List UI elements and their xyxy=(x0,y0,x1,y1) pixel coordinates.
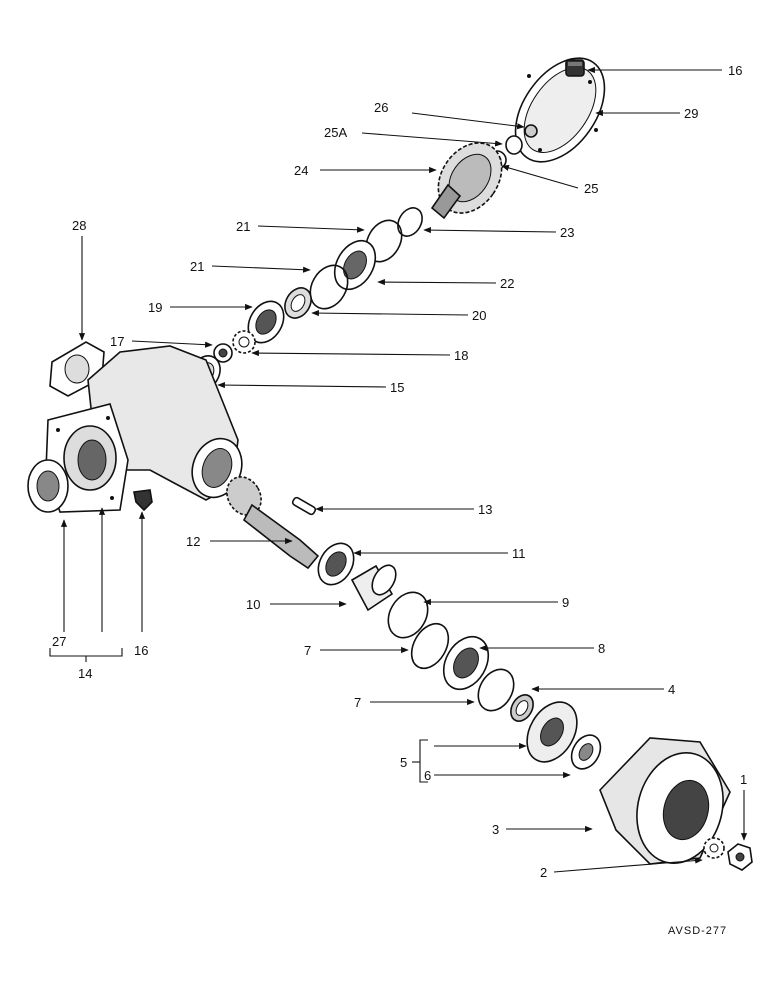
snap-ring-part-9 xyxy=(387,591,429,639)
callout-17: 17 xyxy=(110,334,124,349)
callout-10: 10 xyxy=(246,597,260,612)
disc-part-25a xyxy=(505,135,523,155)
callout-11: 11 xyxy=(512,546,526,561)
callout-24: 24 xyxy=(294,163,308,178)
drawing-code: AVSD-277 xyxy=(668,925,727,937)
nut-part-17 xyxy=(213,343,233,363)
callout-7-upper: 7 xyxy=(304,643,311,658)
callout-5: 5 xyxy=(400,755,407,770)
callout-27: 27 xyxy=(52,634,66,649)
callout-18: 18 xyxy=(454,348,468,363)
pinion-shaft-part xyxy=(226,476,320,570)
bearing-part-22 xyxy=(333,239,377,291)
callout-9: 9 xyxy=(562,595,569,610)
callout-2: 2 xyxy=(540,865,547,880)
callout-16-top: 16 xyxy=(728,63,742,78)
callout-21-lower: 21 xyxy=(190,259,204,274)
callout-7-lower: 7 xyxy=(354,695,361,710)
lock-washer-part-18 xyxy=(232,330,256,354)
callout-22: 22 xyxy=(500,276,514,291)
bearing-part-11 xyxy=(317,542,355,586)
bevel-gear-part xyxy=(430,142,503,220)
callout-25: 25 xyxy=(584,181,598,196)
callout-16-bottom: 16 xyxy=(134,643,148,658)
callout-15: 15 xyxy=(390,380,404,395)
callout-labels: 16 29 26 25A 24 25 23 21 22 21 20 19 18 … xyxy=(52,63,747,880)
shim-part-7-lower xyxy=(477,668,515,712)
callout-6: 6 xyxy=(424,768,431,783)
bearing-part-8 xyxy=(442,635,490,691)
spacer-part-10 xyxy=(350,564,397,612)
callout-3: 3 xyxy=(492,822,499,837)
callout-26: 26 xyxy=(374,100,388,115)
ring-part-23 xyxy=(397,207,423,237)
callout-12: 12 xyxy=(186,534,200,549)
leader-lines xyxy=(49,66,748,873)
callout-13: 13 xyxy=(478,502,492,517)
pulley-part xyxy=(599,737,731,865)
bearing-part-19 xyxy=(247,300,285,344)
callout-14: 14 xyxy=(78,666,92,681)
callout-21-upper: 21 xyxy=(236,219,250,234)
cover-plate-part xyxy=(514,57,606,163)
callout-23: 23 xyxy=(560,225,574,240)
shim-part-7-upper xyxy=(410,622,450,670)
snap-ring-part-21-lower xyxy=(309,264,349,310)
washer-part-26 xyxy=(524,124,538,138)
retainer-part-5 xyxy=(526,701,578,763)
callout-29: 29 xyxy=(684,106,698,121)
callout-4: 4 xyxy=(668,682,675,697)
bushing-part-20 xyxy=(284,287,312,319)
plug-part-top xyxy=(565,59,585,77)
nut-part-1 xyxy=(727,843,753,871)
collar-part-4 xyxy=(510,694,534,722)
callout-19: 19 xyxy=(148,300,162,315)
callout-28: 28 xyxy=(72,218,86,233)
key-part-13 xyxy=(291,496,317,516)
callout-25a: 25A xyxy=(324,125,347,140)
seal-part-27 xyxy=(27,459,69,513)
lock-washer-part-2 xyxy=(703,837,725,859)
callout-20: 20 xyxy=(472,308,486,323)
plug-part-bottom xyxy=(133,489,153,512)
seal-part-6 xyxy=(570,734,602,770)
callout-1: 1 xyxy=(740,772,747,787)
parts-drawing xyxy=(27,57,753,871)
callout-8: 8 xyxy=(598,641,605,656)
